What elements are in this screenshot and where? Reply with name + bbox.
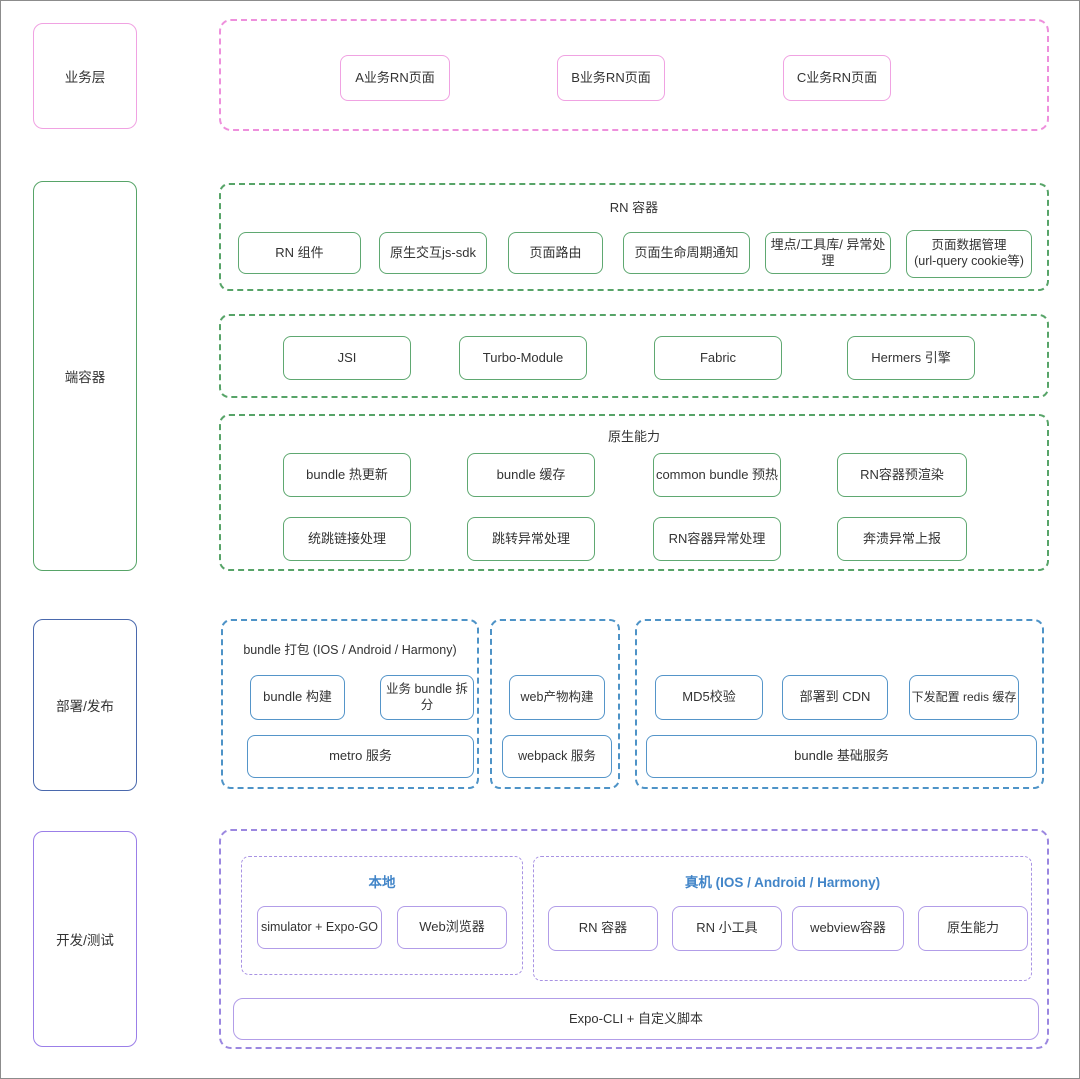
layer-label-business-text: 业务层 bbox=[64, 70, 106, 85]
node-webview-container: webview容器 bbox=[792, 906, 904, 951]
node-business-bundle-split-text: 业务 bundle 拆分 bbox=[386, 681, 468, 712]
node-crash-report-text: 奔溃异常上报 bbox=[862, 530, 941, 546]
devtest-group: 本地 simulator + Expo-GO Web浏览器 真机 (IOS / … bbox=[219, 829, 1049, 1049]
node-business-c: C业务RN页面 bbox=[783, 55, 891, 101]
node-metro-service: metro 服务 bbox=[247, 735, 474, 778]
node-web-browser-text: Web浏览器 bbox=[419, 919, 485, 935]
node-bundle-cache: bundle 缓存 bbox=[467, 453, 595, 497]
layer-label-devtest-text: 开发/测试 bbox=[56, 933, 114, 948]
node-rn-component-text: RN 组件 bbox=[275, 244, 324, 260]
node-rn-container-prerender-text: RN容器预渲染 bbox=[860, 466, 944, 482]
layer-label-deploy: 部署/发布 bbox=[33, 619, 137, 791]
layer-label-client: 端容器 bbox=[33, 181, 137, 571]
node-rn-widget: RN 小工具 bbox=[672, 906, 782, 951]
node-page-data-mgmt-line1: 页面数据管理 bbox=[931, 238, 1007, 253]
runtime-group: JSI Turbo-Module Fabric Hermers 引擎 bbox=[219, 314, 1049, 398]
node-common-bundle-preheat-text: common bundle 预热 bbox=[655, 466, 779, 482]
node-bundle-build: bundle 构建 bbox=[250, 675, 345, 720]
node-hermers-engine: Hermers 引擎 bbox=[847, 336, 975, 380]
node-web-browser: Web浏览器 bbox=[397, 906, 507, 949]
node-webview-container-text: webview容器 bbox=[810, 920, 886, 936]
node-business-c-text: C业务RN页面 bbox=[796, 69, 878, 85]
node-native-js-sdk-text: 原生交互js-sdk bbox=[390, 244, 476, 260]
node-bundle-base-service: bundle 基础服务 bbox=[646, 735, 1037, 778]
native-capability-group: 原生能力 bundle 热更新 bundle 缓存 common bundle … bbox=[219, 414, 1049, 571]
node-rn-component: RN 组件 bbox=[238, 232, 361, 274]
native-capability-title: 原生能力 bbox=[607, 429, 660, 444]
node-jsi-text: JSI bbox=[337, 349, 357, 365]
node-business-b-text: B业务RN页面 bbox=[571, 69, 651, 85]
node-webpack-service-text: webpack 服务 bbox=[518, 748, 596, 763]
node-rn-widget-text: RN 小工具 bbox=[696, 920, 758, 936]
bundle-pack-title: bundle 打包 (IOS / Android / Harmony) bbox=[243, 643, 457, 657]
node-fabric: Fabric bbox=[654, 336, 782, 380]
node-crash-report: 奔溃异常上报 bbox=[837, 517, 967, 561]
node-md5-check-text: MD5校验 bbox=[682, 689, 736, 705]
layer-label-business: 业务层 bbox=[33, 23, 137, 129]
rn-container-title: RN 容器 bbox=[609, 200, 659, 215]
node-page-lifecycle-text: 页面生命周期通知 bbox=[634, 244, 739, 260]
publish-group: MD5校验 部署到 CDN 下发配置 redis 缓存 bundle 基础服务 bbox=[635, 619, 1044, 789]
node-rn-container-exception-text: RN容器异常处理 bbox=[668, 530, 766, 546]
node-device-native-capability-text: 原生能力 bbox=[946, 920, 999, 936]
node-device-native-capability: 原生能力 bbox=[918, 906, 1028, 951]
node-business-a-text: A业务RN页面 bbox=[355, 69, 435, 85]
node-common-bundle-preheat: common bundle 预热 bbox=[653, 453, 781, 497]
node-native-js-sdk: 原生交互js-sdk bbox=[379, 232, 487, 274]
node-metro-service-text: metro 服务 bbox=[329, 748, 392, 764]
node-page-data-mgmt: 页面数据管理 (url-query cookie等) bbox=[906, 230, 1032, 278]
node-simulator-expo-go: simulator + Expo-GO bbox=[257, 906, 382, 949]
node-deploy-cdn: 部署到 CDN bbox=[782, 675, 888, 720]
node-unified-link-handling-text: 统跳链接处理 bbox=[307, 530, 386, 546]
node-rn-container-prerender: RN容器预渲染 bbox=[837, 453, 967, 497]
node-device-rn-container: RN 容器 bbox=[548, 906, 658, 951]
web-build-group: web产物构建 webpack 服务 bbox=[490, 619, 620, 789]
node-expo-cli-bar: Expo-CLI + 自定义脚本 bbox=[233, 998, 1039, 1040]
node-deploy-cdn-text: 部署到 CDN bbox=[799, 689, 871, 705]
node-business-b: B业务RN页面 bbox=[557, 55, 665, 101]
node-business-bundle-split: 业务 bundle 拆分 bbox=[380, 675, 474, 720]
node-bundle-build-text: bundle 构建 bbox=[263, 689, 332, 705]
node-bundle-hot-update: bundle 热更新 bbox=[283, 453, 411, 497]
node-bundle-base-service-text: bundle 基础服务 bbox=[794, 748, 889, 764]
node-page-data-mgmt-line2: (url-query cookie等) bbox=[914, 254, 1024, 268]
node-bundle-hot-update-text: bundle 热更新 bbox=[306, 466, 388, 482]
node-expo-cli-bar-text: Expo-CLI + 自定义脚本 bbox=[568, 1010, 703, 1026]
node-redis-config: 下发配置 redis 缓存 bbox=[909, 675, 1019, 720]
layer-label-client-text: 端容器 bbox=[64, 370, 106, 385]
business-group: A业务RN页面 B业务RN页面 C业务RN页面 bbox=[219, 19, 1049, 131]
node-redis-config-text: 下发配置 redis 缓存 bbox=[911, 690, 1017, 704]
node-web-artifact-build-text: web产物构建 bbox=[520, 689, 594, 704]
layer-label-devtest: 开发/测试 bbox=[33, 831, 137, 1047]
local-group: 本地 simulator + Expo-GO Web浏览器 bbox=[241, 856, 523, 975]
node-web-artifact-build: web产物构建 bbox=[509, 675, 605, 720]
node-page-router-text: 页面路由 bbox=[529, 244, 582, 260]
device-group-title: 真机 (IOS / Android / Harmony) bbox=[684, 875, 881, 890]
node-turbo-module-text: Turbo-Module bbox=[482, 349, 564, 365]
node-unified-link-handling: 统跳链接处理 bbox=[283, 517, 411, 561]
node-jsi: JSI bbox=[283, 336, 411, 380]
node-tracking-utils-text: 埋点/工具库/ 异常处理 bbox=[770, 236, 886, 268]
node-business-a: A业务RN页面 bbox=[340, 55, 450, 101]
bundle-pack-group: bundle 打包 (IOS / Android / Harmony) bund… bbox=[221, 619, 479, 789]
node-rn-container-exception: RN容器异常处理 bbox=[653, 517, 781, 561]
layer-label-deploy-text: 部署/发布 bbox=[56, 699, 114, 714]
node-page-lifecycle: 页面生命周期通知 bbox=[623, 232, 750, 274]
node-bundle-cache-text: bundle 缓存 bbox=[496, 466, 566, 482]
node-device-rn-container-text: RN 容器 bbox=[578, 920, 628, 936]
node-md5-check: MD5校验 bbox=[655, 675, 763, 720]
node-hermers-engine-text: Hermers 引擎 bbox=[871, 349, 951, 365]
node-simulator-expo-go-text: simulator + Expo-GO bbox=[260, 919, 379, 934]
rn-container-group: RN 容器 RN 组件 原生交互js-sdk 页面路由 页面生命周期通知 埋点/… bbox=[219, 183, 1049, 291]
node-page-router: 页面路由 bbox=[508, 232, 603, 274]
node-turbo-module: Turbo-Module bbox=[459, 336, 587, 380]
node-jump-exception-handling-text: 跳转异常处理 bbox=[491, 530, 570, 546]
node-webpack-service: webpack 服务 bbox=[502, 735, 612, 778]
node-jump-exception-handling: 跳转异常处理 bbox=[467, 517, 595, 561]
device-group: 真机 (IOS / Android / Harmony) RN 容器 RN 小工… bbox=[533, 856, 1032, 981]
node-fabric-text: Fabric bbox=[699, 349, 737, 365]
local-group-title: 本地 bbox=[368, 875, 396, 890]
node-tracking-utils: 埋点/工具库/ 异常处理 bbox=[765, 232, 891, 274]
